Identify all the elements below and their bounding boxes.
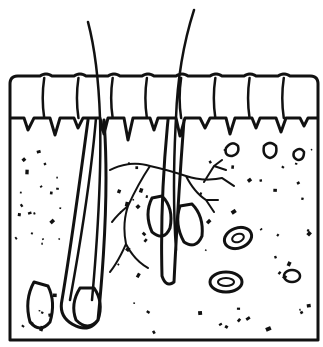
speckle [146, 195, 149, 198]
speckle [40, 185, 43, 188]
speckle [135, 166, 138, 169]
speckle [59, 207, 61, 209]
speckle [142, 232, 147, 237]
speckle [33, 212, 36, 215]
speckle [43, 162, 46, 165]
speckle [259, 179, 262, 182]
speckle [245, 316, 250, 321]
epidermis-cell-divider [111, 78, 113, 118]
epidermis-cell-divider [145, 78, 147, 118]
speckle [15, 237, 18, 240]
blood-vessel-ring-1 [221, 224, 254, 252]
speckle [295, 163, 298, 165]
speckle [20, 192, 22, 194]
speckle [53, 294, 57, 298]
speckle [132, 199, 134, 201]
speckle [21, 157, 26, 162]
speckle [143, 238, 147, 242]
speckle [311, 149, 313, 151]
speckle [205, 249, 207, 251]
speckle [231, 165, 234, 169]
speckle [135, 204, 140, 209]
speckle [306, 231, 312, 237]
speckle [128, 162, 130, 164]
speckle [281, 166, 284, 169]
epidermis-cell-divider [282, 78, 284, 118]
speckle [206, 219, 212, 225]
blood-vessel-ring-2 [210, 272, 242, 292]
speckle [56, 177, 58, 179]
speckle [198, 311, 202, 315]
sebaceous-gland-lower-mid [74, 288, 101, 326]
speckle [152, 330, 156, 334]
epidermis-cell-divider [43, 78, 45, 118]
speckle [38, 310, 40, 312]
epidermis-layer [10, 74, 318, 140]
speckle [260, 228, 263, 231]
speckle [31, 232, 34, 235]
speckle [20, 204, 24, 208]
speckle [41, 311, 44, 314]
epidermis-cell-divider [214, 78, 216, 118]
speckle [117, 189, 121, 194]
speckle [133, 302, 135, 303]
speckle [300, 311, 304, 315]
speckle [299, 309, 301, 311]
sebaceous-gland-right [178, 204, 203, 245]
epidermis-cell-divider [77, 78, 79, 118]
blood-vessel-ring-3 [284, 270, 300, 282]
speckle [41, 243, 43, 245]
speckle [237, 318, 241, 322]
speckle [296, 181, 300, 185]
speckle [307, 304, 311, 308]
speckle [25, 170, 28, 175]
speckle [48, 313, 52, 317]
epidermis-cell-divider [180, 78, 182, 118]
speckle [136, 273, 141, 279]
speckle [58, 238, 60, 240]
speckle [224, 325, 228, 329]
speckle [18, 213, 21, 217]
speckle [237, 308, 240, 310]
speckle [273, 189, 277, 192]
speckle [21, 324, 24, 327]
speckle [49, 219, 55, 225]
speckle [247, 178, 252, 183]
sebaceous-gland-lower-left [28, 282, 53, 328]
speckle [117, 263, 119, 265]
hair-left [70, 22, 100, 300]
speckle [36, 150, 40, 154]
speckle [50, 191, 53, 194]
speckle [301, 197, 304, 200]
speckle [278, 271, 282, 275]
speckle [28, 211, 32, 214]
speckle [274, 256, 277, 259]
epidermis-cell-divider [248, 78, 250, 118]
speckle [146, 310, 150, 314]
speckle [231, 209, 237, 215]
sebaceous-gland-center [148, 196, 171, 236]
speckle [56, 188, 59, 190]
speckle [208, 160, 211, 164]
speckle [42, 238, 44, 240]
speckle [287, 261, 292, 266]
speckle [139, 188, 144, 193]
speckle [265, 326, 271, 332]
speckle [276, 234, 279, 237]
cell-clusters [226, 143, 304, 160]
speckle [219, 323, 223, 327]
